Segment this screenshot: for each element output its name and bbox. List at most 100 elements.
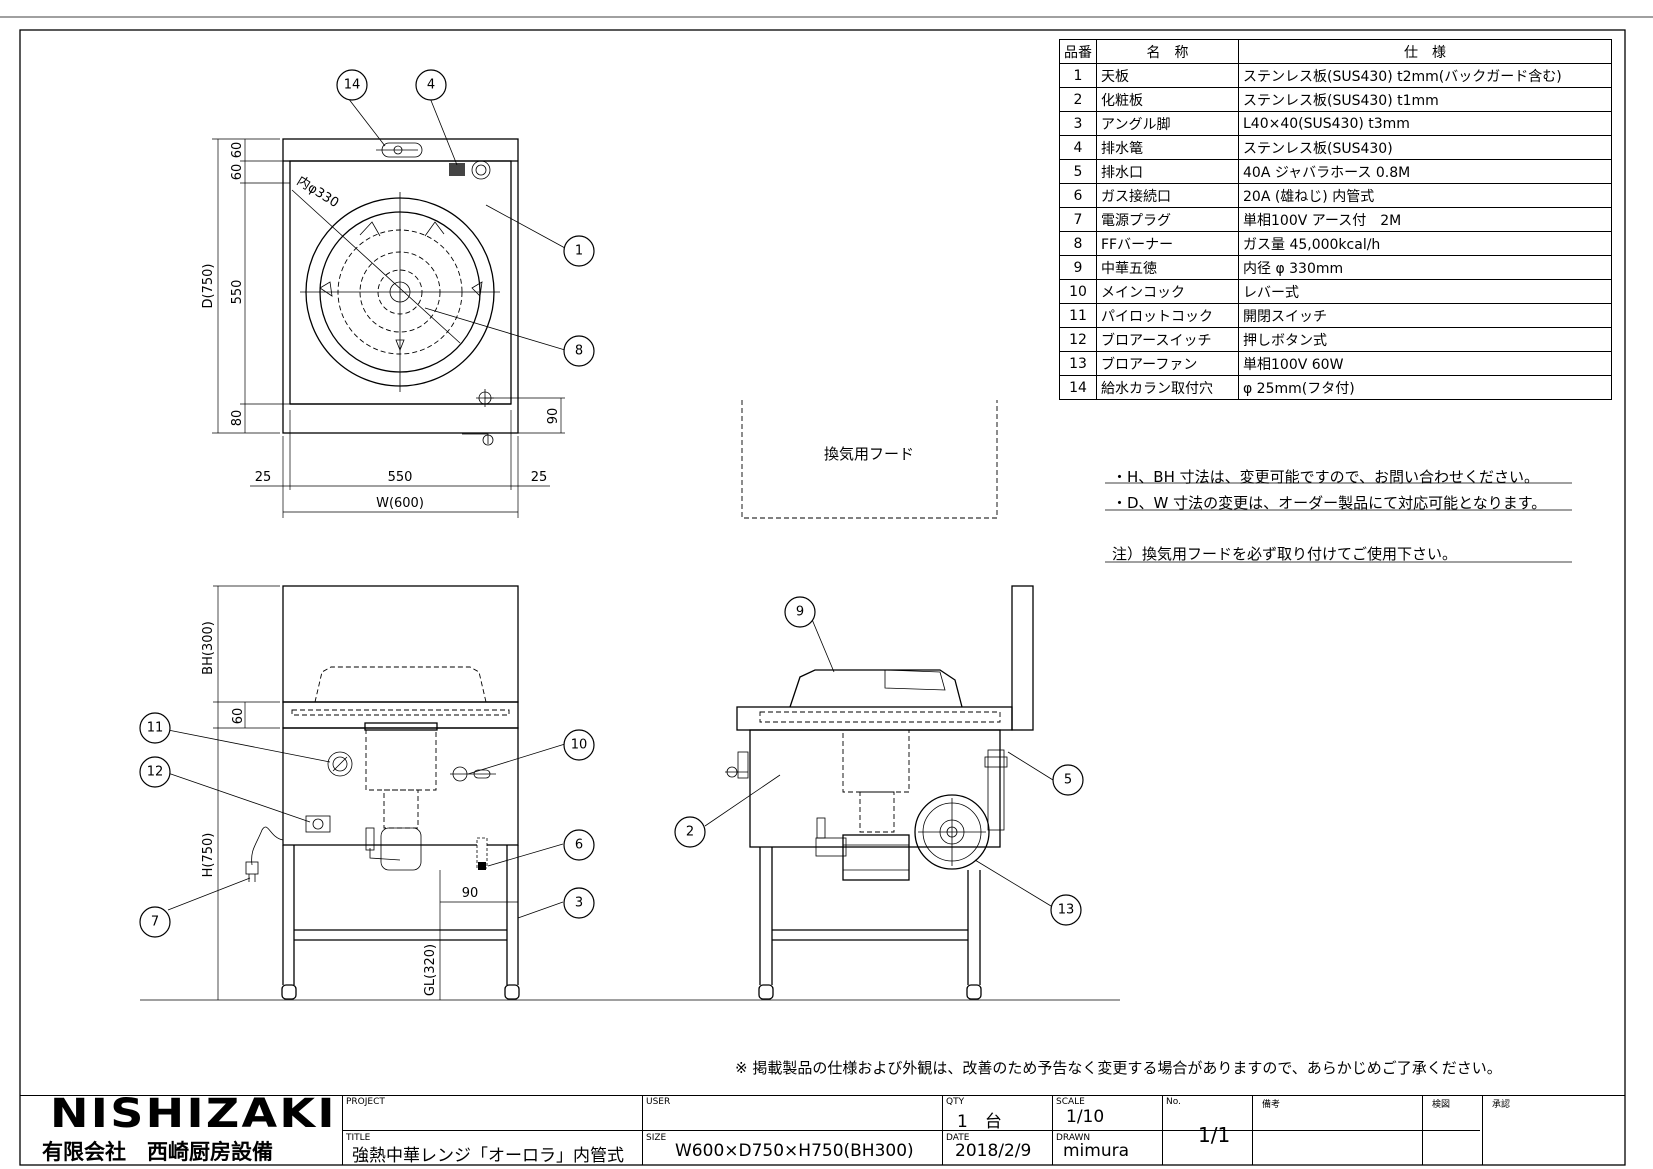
project-label: PROJECT [346,1097,385,1107]
front-dimensions: BH(300) 60 H(750) GL(320) 90 [140,585,1120,1001]
row-name: FFバーナー [1096,231,1239,256]
callout-3: 3 [563,887,595,919]
row-name: 給水カラン取付穴 [1096,375,1239,400]
row-spec: 単相100V 60W [1238,351,1612,376]
callout-8: 8 [563,335,595,367]
row-name: 化粧板 [1096,87,1239,112]
parts-table-header: 品番 名 称 仕 様 [1059,39,1612,64]
drawing-title: 強熱中華レンジ「オーロラ」内管式 [352,1146,624,1166]
remarks-label: 備考 [1262,1100,1281,1110]
date-value: 2018/2/9 [955,1141,1032,1161]
row-no: 4 [1059,135,1097,160]
row-spec: 内径 φ 330mm [1238,255,1612,280]
svg-text:1: 1 [575,244,583,259]
callout-10: 10 [563,729,595,761]
svg-text:10: 10 [571,738,588,753]
row-name: 中華五徳 [1096,255,1239,280]
note-hood-required: 注）換気用フードを必ず取り付けてご使用下さい。 [1112,545,1458,563]
callout-13: 13 [1050,894,1082,926]
dim-25-left: 25 [255,470,272,485]
row-spec: レバー式 [1238,279,1612,304]
title-block: NISHIZAKI 有限会社 西崎厨房設備 PROJECT TITLE 強熱中華… [20,1091,1625,1166]
row-spec: L40×40(SUS430) t3mm [1238,111,1612,136]
svg-text:11: 11 [147,721,164,736]
qty-label: QTY [946,1097,965,1107]
row-spec: ステンレス板(SUS430) t1mm [1238,87,1612,112]
plan-view: 内φ330 [282,138,519,446]
row-spec: ガス量 45,000kcal/h [1238,231,1612,256]
row-spec: ステンレス板(SUS430) [1238,135,1612,160]
callout-1: 1 [563,235,595,267]
dim-25-right: 25 [531,470,548,485]
row-no: 2 [1059,87,1097,112]
dim-w600: W(600) [376,496,424,511]
drawn-label: DRAWN [1056,1133,1091,1143]
header-spec: 仕 様 [1238,39,1612,64]
row-no: 5 [1059,159,1097,184]
title-label: TITLE [346,1133,371,1143]
company-logo: NISHIZAKI [50,1091,337,1137]
drawing-border [19,29,1626,1166]
size-label: SIZE [646,1133,667,1143]
row-name: 排水篭 [1096,135,1239,160]
svg-text:12: 12 [147,765,164,780]
dim-90-right: 90 [546,408,561,425]
row-no: 9 [1059,255,1097,280]
no-label: No. [1166,1097,1181,1107]
row-name: 天板 [1096,63,1239,88]
dim-bh300: BH(300) [201,621,216,675]
scale-label: SCALE [1056,1097,1085,1107]
dim-gl320: GL(320) [423,944,438,996]
row-name: ガス接続口 [1096,183,1239,208]
row-spec: 押しボタン式 [1238,327,1612,352]
row-name: ブロアーファン [1096,351,1239,376]
row-no: 10 [1059,279,1097,304]
svg-text:4: 4 [427,78,435,93]
front-view [245,585,520,1000]
row-spec: ステンレス板(SUS430) t2mm(バックガード含む) [1238,63,1612,88]
callout-leaders [164,97,1054,919]
svg-text:9: 9 [796,605,804,620]
plan-dimensions: D(750) 60 60 550 80 90 25 550 25 W(600) [201,138,565,518]
header-no: 品番 [1059,39,1097,64]
scale-value: 1/10 [1066,1107,1105,1127]
dim-d750: D(750) [201,264,216,309]
note-order-product: ・D、W 寸法の変更は、オーダー製品にて対応可能となります。 [1112,494,1547,512]
date-label: DATE [946,1133,970,1143]
drawn-value: mimura [1063,1141,1130,1161]
row-spec: 20A (雄ねじ) 内管式 [1238,183,1612,208]
qty-value: 1 台 [957,1112,1002,1132]
callout-14: 14 [336,69,368,101]
svg-text:7: 7 [151,915,159,930]
dim-h750: H(750) [201,833,216,878]
callout-11: 11 [139,712,171,744]
row-spec: φ 25mm(フタ付) [1238,375,1612,400]
row-no: 12 [1059,327,1097,352]
svg-text:6: 6 [575,838,583,853]
callout-2: 2 [674,816,706,848]
dim-60-front: 60 [231,708,246,725]
dim-60a: 60 [230,142,245,159]
callout-5: 5 [1052,764,1084,796]
approve-label: 承認 [1492,1100,1511,1110]
svg-text:3: 3 [575,896,583,911]
row-spec: 開閉スイッチ [1238,303,1612,328]
sheet-number: 1/1 [1198,1123,1231,1147]
dim-550-width: 550 [388,470,413,485]
row-name: メインコック [1096,279,1239,304]
hood-label: 換気用フード [824,445,914,463]
side-view [725,585,1034,1000]
row-no: 7 [1059,207,1097,232]
svg-text:13: 13 [1058,903,1075,918]
svg-text:2: 2 [686,825,694,840]
row-no: 1 [1059,63,1097,88]
disclaimer-note: ※ 掲載製品の仕様および外観は、改善のため予告なく変更する場合がありますので、あ… [735,1059,1502,1077]
